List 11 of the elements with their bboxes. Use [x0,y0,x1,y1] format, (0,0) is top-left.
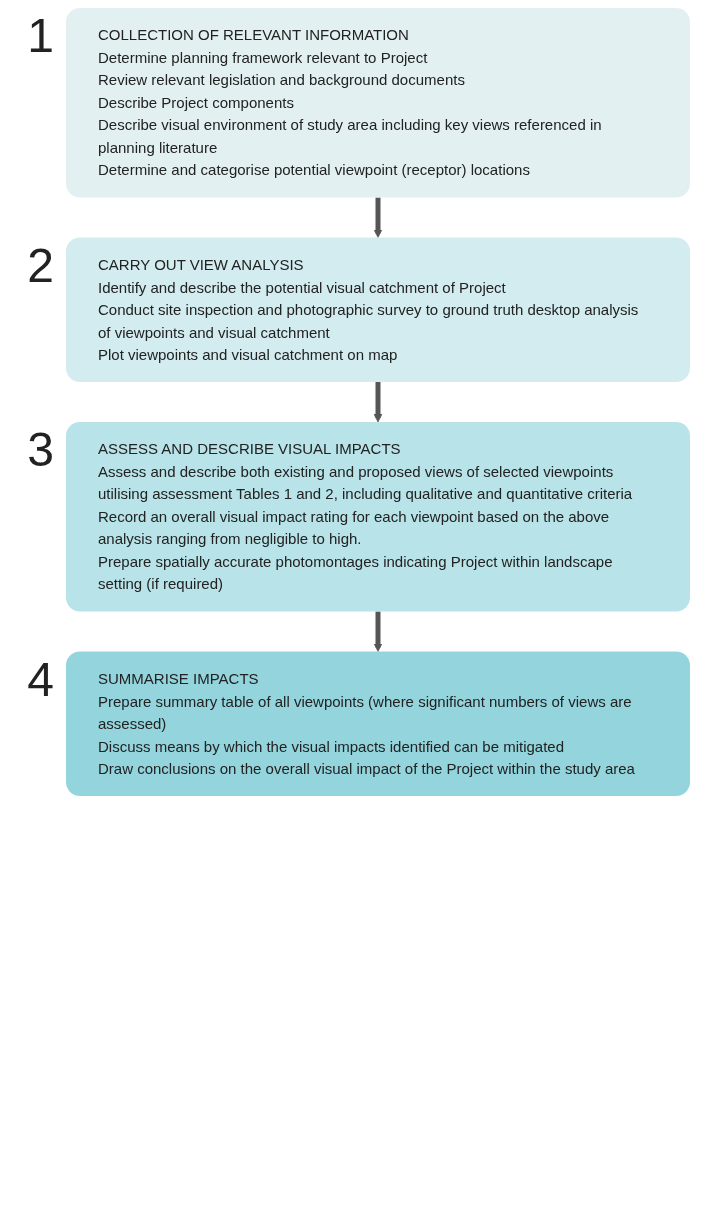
step-number: 3 [26,423,54,476]
node-box: SUMMARISE IMPACTS Prepare summary table of all viewpoints (where significant numbers of views are assessed) Discuss means by which the visual impacts identified can be mitigated Draw conclusions on the overall visual impact of the Project within the study area [65,651,690,796]
node-box: COLLECTION OF RELEVANT INFORMATION Determine planning framework relevant to Project Review relevant legislation and background documents Describe Project components Describe visual environment of study area including key views referenced in planning literature Determine and categorise potential viewpoint (receptor) locations [65,8,690,198]
step-number: 4 [26,652,54,706]
node-box: CARRY OUT VIEW ANALYSIS Identify and describe the potential visual catchment of Project Conduct site inspection and photographic survey to ground truth desktop analysis of viewpoints and visual catchment Plot viewpoints and visual catchment on map [65,237,690,382]
node-box: ASSESS AND DESCRIBE VISUAL IMPACTS Assess and describe both existing and proposed views of selected viewpoints utilising assessment Tables 1 and 2, including qualitative and quantitative criteria Record an overall visual impact rating for each viewpoint based on the above analysis ranging from negligible to high. Prepare spatially accurate photomontages indicating Project within landscape setting (if required) [65,422,690,612]
arrow [373,382,382,423]
step-number: 2 [26,238,54,292]
step-number: 1 [26,9,54,62]
arrow [373,611,382,652]
arrow [373,197,382,238]
